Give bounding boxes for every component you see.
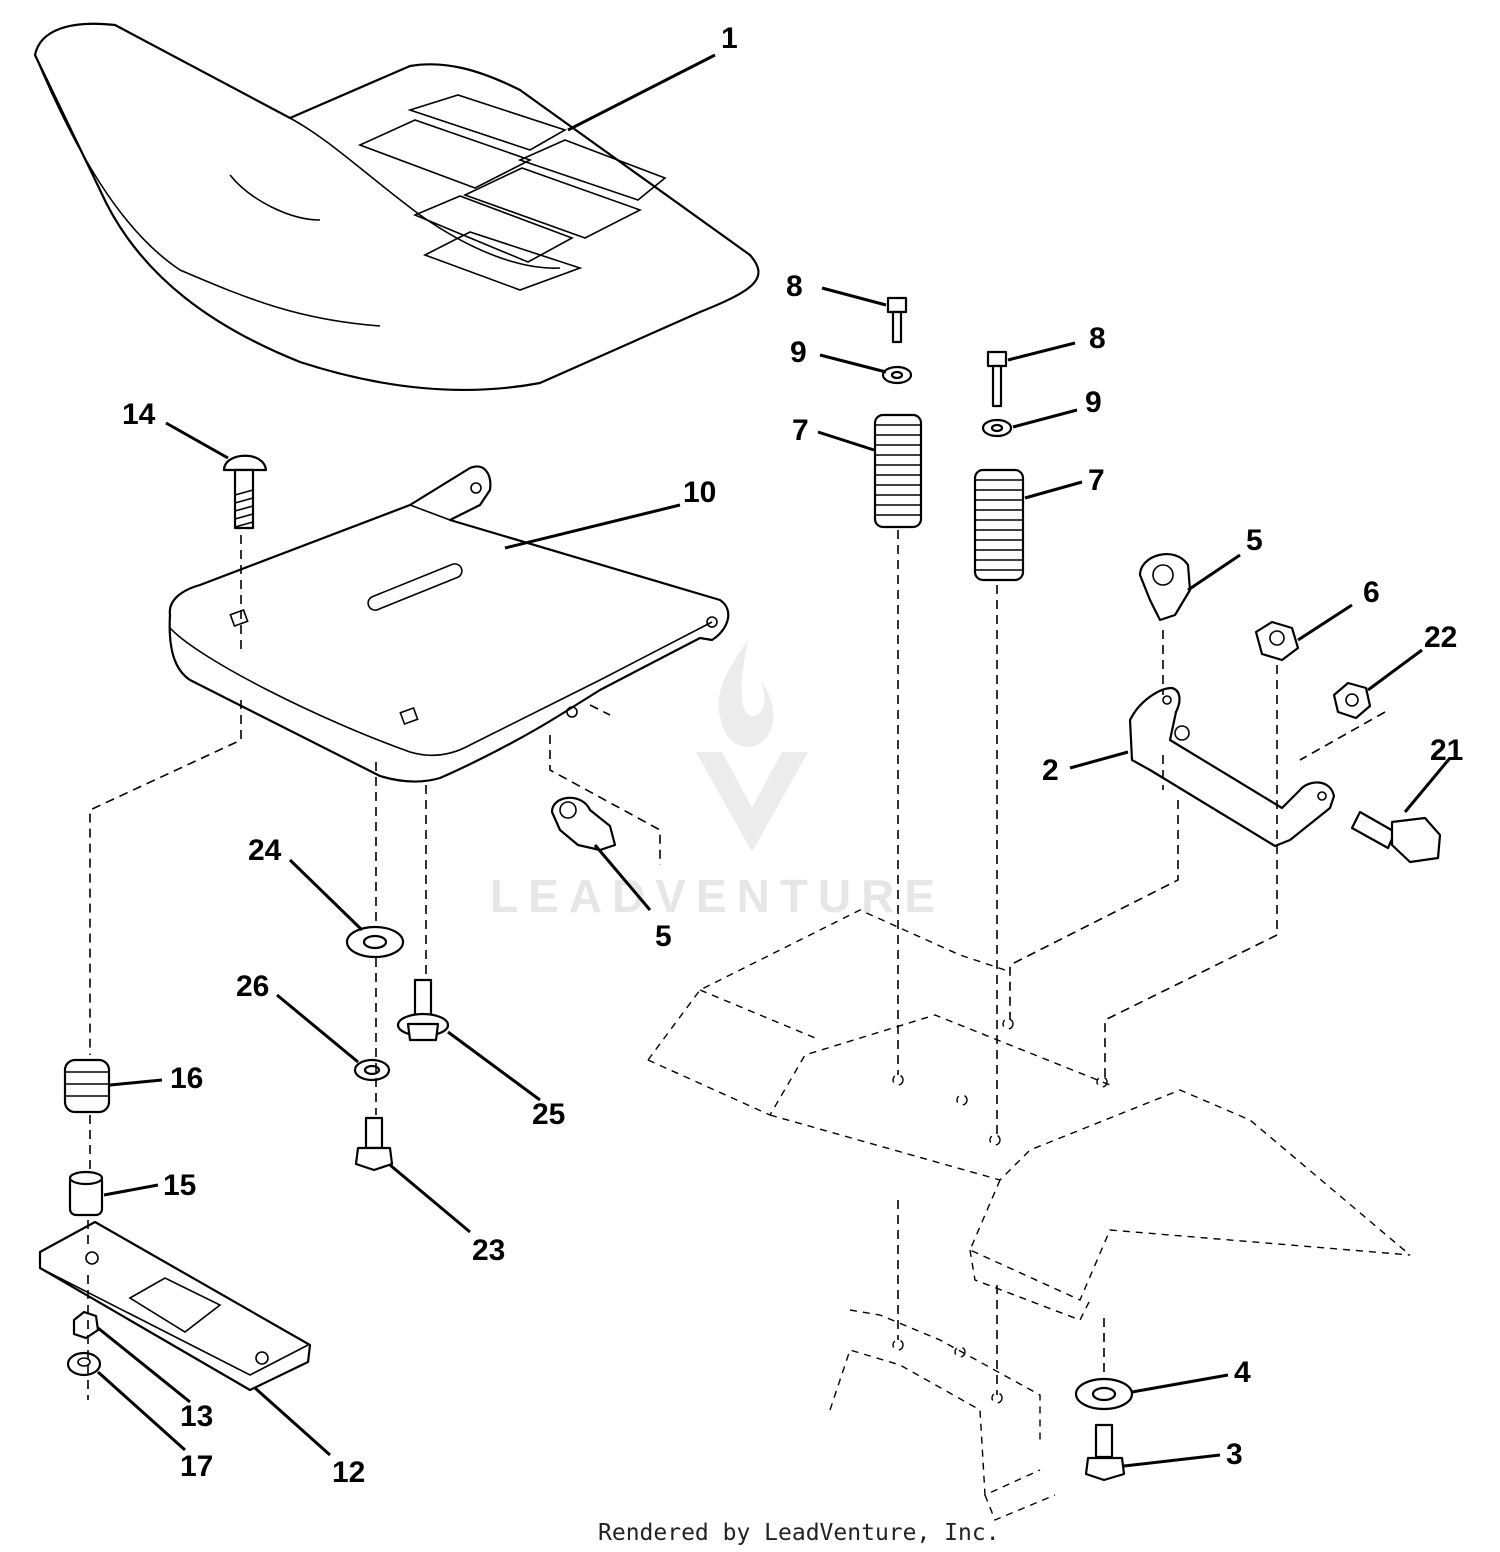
plate-12 [38,1220,312,1392]
seat-cushion [33,22,760,392]
callout-locknut: 6 [1363,576,1380,609]
callout-bolt-8b: 8 [1089,322,1106,355]
nut-17 [66,1351,102,1377]
lock-washer-26 [353,1058,391,1082]
bolt-8a [886,296,908,344]
callout-seat: 1 [721,22,738,55]
locknut-6 [1254,620,1300,662]
assembly-centerlines [87,530,1386,1400]
callout-bracket: 2 [1042,754,1059,787]
bracket-2 [1128,686,1336,848]
callout-nut-13: 13 [180,1400,213,1433]
screw-25 [396,978,450,1042]
washer-9b [981,418,1013,438]
callout-spring-7b: 7 [1088,464,1105,497]
callout-plate: 12 [332,1456,365,1489]
seat-panels [357,94,667,291]
seat-pan [168,465,730,783]
callout-washer-9a: 9 [790,336,807,369]
callout-spring-7a: 7 [792,414,809,447]
watermark-text: LEADVENTURE [490,870,945,922]
spacer-15 [68,1170,104,1217]
nut-22 [1332,681,1372,720]
spring-7a [873,413,923,529]
callout-nut-17: 17 [180,1450,213,1483]
callout-lock-washer: 26 [236,970,269,1003]
callout-seat-pan: 10 [683,476,716,509]
chassis-ghost [647,909,1411,1521]
washer-24 [345,925,405,959]
nut-13 [72,1310,100,1340]
callout-washer-9b: 9 [1085,386,1102,419]
carriage-bolt-14 [222,454,268,530]
bolt-8b [986,350,1008,408]
callout-screw-25: 25 [532,1098,565,1131]
callout-nut-22: 22 [1424,621,1457,654]
callout-spacer: 15 [163,1169,196,1202]
callout-washer-24: 24 [248,834,282,867]
callout-spring-16: 16 [170,1062,203,1095]
spring-16 [63,1058,111,1114]
callout-carriage-bolt: 14 [122,398,156,431]
watermark: LEADVENTURE [490,640,945,922]
callout-bolt-8a: 8 [786,270,803,303]
callout-clip-left: 5 [655,920,672,953]
callout-clip-right: 5 [1246,524,1263,557]
shoulder-bolt-21 [1350,810,1442,864]
callout-washer-4: 4 [1234,1356,1251,1389]
clip-left-5 [550,796,617,852]
spring-7b [973,468,1025,582]
callout-labels: 1 8 9 7 8 9 7 14 10 5 6 22 2 21 24 5 26 … [122,22,1463,1489]
callout-bolt-23: 23 [472,1234,505,1267]
bolt-3 [1084,1423,1126,1482]
bolt-23 [354,1116,394,1172]
credit-text: Rendered by LeadVenture, Inc. [598,1520,1000,1546]
clip-right-5 [1138,553,1192,622]
washer-9a [881,365,913,385]
callout-bolt-3: 3 [1226,1438,1243,1471]
washer-4 [1074,1377,1134,1411]
callout-shoulder-bolt: 21 [1430,734,1463,767]
leader-lines [96,53,1452,1468]
